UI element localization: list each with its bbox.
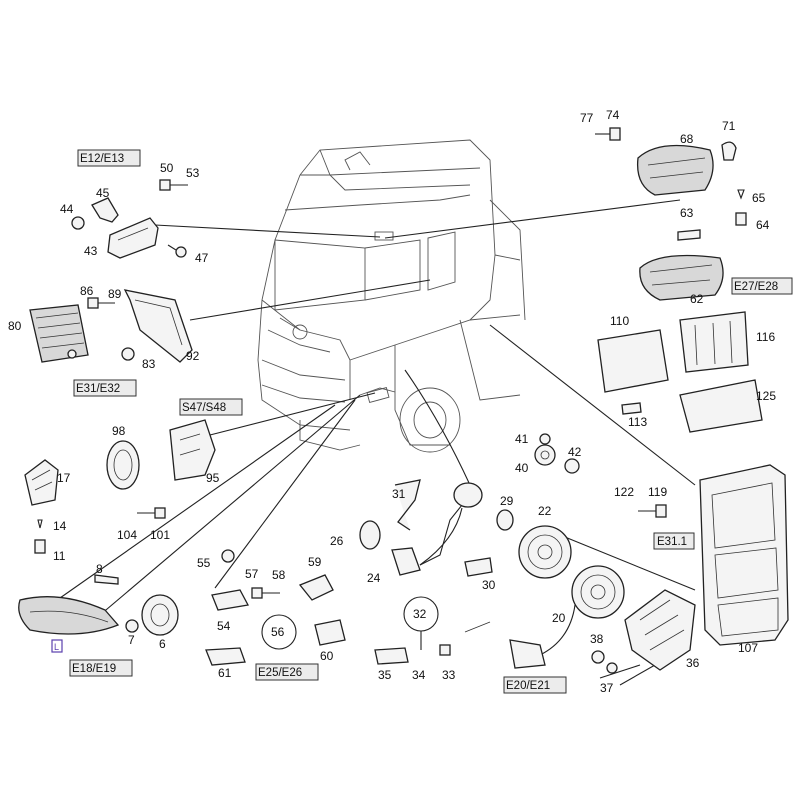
- part-label: 122: [614, 485, 634, 499]
- group-label-e12-e13: E12/E13: [80, 153, 124, 165]
- small-parts-left: [24, 459, 119, 585]
- marker-letter: L: [54, 642, 59, 652]
- part-label: 57: [245, 567, 259, 581]
- top-right-lamps: [595, 127, 747, 301]
- part-label: 101: [150, 528, 170, 542]
- part-label: 17: [57, 471, 71, 485]
- e18-e19-lamp-group: [18, 594, 179, 653]
- highlight-marker: [51, 639, 63, 653]
- part-label: 31: [392, 487, 406, 501]
- part-label: 34: [412, 668, 426, 682]
- part-label: 125: [756, 389, 776, 403]
- part-label: 60: [320, 649, 334, 663]
- part-label: 110: [610, 314, 629, 328]
- part-label: 116: [756, 330, 775, 344]
- part-label: 20: [552, 611, 566, 625]
- part-label: 30: [482, 578, 496, 592]
- part-label: 74: [606, 108, 620, 122]
- part-label: 53: [186, 166, 200, 180]
- part-numbers: 50 53 45 44 43 47 86 89 80 92 83 98 95 1…: [8, 108, 776, 695]
- group-label-e31-e32: E31/E32: [76, 383, 120, 395]
- part-label: 83: [142, 357, 156, 371]
- part-label: 104: [117, 528, 137, 542]
- fastener-parts: [534, 433, 580, 474]
- part-label: 37: [600, 681, 614, 695]
- part-label: 55: [197, 556, 211, 570]
- e12-e13-lamp-group: [71, 179, 188, 259]
- part-label: 98: [112, 424, 126, 438]
- part-label: 33: [442, 668, 456, 682]
- part-label: 86: [80, 284, 94, 298]
- group-label-s47-s48: S47/S48: [182, 402, 226, 414]
- part-label: 92: [186, 349, 200, 363]
- part-label: 71: [722, 119, 736, 133]
- part-label: 59: [308, 555, 322, 569]
- part-label: 14: [53, 519, 67, 533]
- leader-lines: [59, 199, 696, 686]
- part-label: 44: [60, 202, 74, 216]
- part-label: 63: [680, 206, 694, 220]
- part-label: 41: [515, 432, 529, 446]
- part-label: 58: [272, 568, 286, 582]
- part-label: 113: [628, 415, 647, 429]
- part-label: 54: [217, 619, 231, 633]
- e20-e21-round-parts: [509, 525, 625, 674]
- part-label: 119: [648, 485, 667, 499]
- part-label: 95: [206, 471, 220, 485]
- part-label: 68: [680, 132, 694, 146]
- part-label: 43: [84, 244, 98, 258]
- part-label: 36: [686, 656, 700, 670]
- part-label: 42: [568, 445, 582, 459]
- part-label: 45: [96, 186, 110, 200]
- group-labels: E12/E13 E31/E32 S47/S48 E27/E28 E31.1 E1…: [69, 149, 793, 694]
- part-label: 56: [271, 625, 285, 639]
- group-label-e31-1: E31.1: [657, 536, 687, 548]
- part-label: 64: [756, 218, 770, 232]
- center-connectors: [359, 479, 514, 665]
- part-label: 32: [413, 607, 427, 621]
- part-label: 38: [590, 632, 604, 646]
- part-label: 80: [8, 319, 22, 333]
- part-label: 61: [218, 666, 232, 680]
- part-label: 50: [160, 161, 174, 175]
- part-label: 29: [500, 494, 514, 508]
- part-label: 8: [96, 562, 103, 576]
- part-label: 7: [128, 633, 135, 647]
- part-label: 24: [367, 571, 381, 585]
- group-label-e20-e21: E20/E21: [506, 680, 550, 692]
- part-label: 89: [108, 287, 122, 301]
- part-label: 6: [159, 637, 166, 651]
- part-label: 47: [195, 251, 209, 265]
- s47-s48-switch-group: [106, 419, 216, 519]
- part-label: 35: [378, 668, 392, 682]
- group-label-e25-e26: E25/E26: [258, 667, 302, 679]
- part-label: 62: [690, 292, 704, 306]
- part-label: 26: [330, 534, 344, 548]
- truck-cab-drawing: [257, 139, 526, 453]
- group-label-e27-e28: E27/E28: [734, 281, 778, 293]
- part-label: 77: [580, 111, 594, 125]
- part-label: 22: [538, 504, 552, 518]
- part-label: 107: [738, 641, 758, 655]
- part-label: 11: [53, 549, 66, 563]
- group-label-e18-e19: E18/E19: [72, 663, 116, 675]
- e31-1-housing: [624, 464, 789, 671]
- e25-e26-connector-group: [205, 549, 346, 666]
- right-side-panels: [597, 311, 763, 433]
- part-label: 40: [515, 461, 529, 475]
- part-label: 65: [752, 191, 766, 205]
- e31-e32-lamp-group: [29, 289, 193, 363]
